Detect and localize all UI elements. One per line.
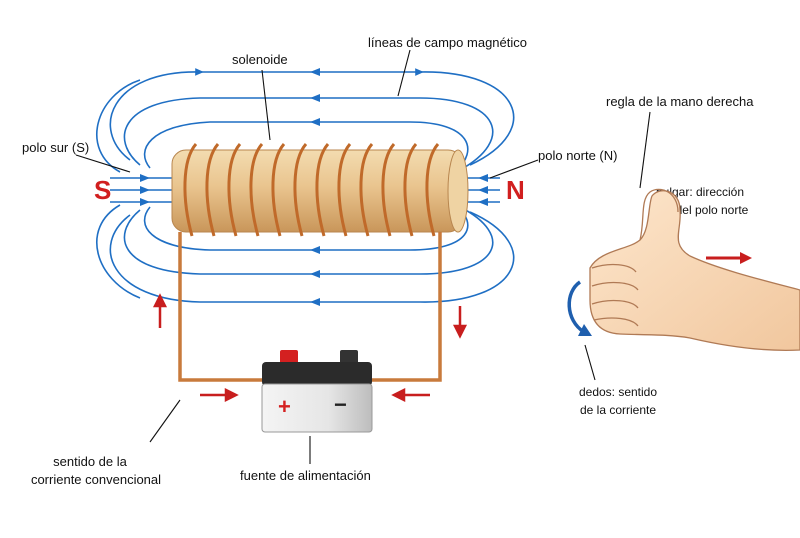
field-line-bottom-outer xyxy=(109,211,515,303)
field-lines-label: líneas de campo magnético xyxy=(368,35,527,50)
field-line-top-outer xyxy=(109,68,515,166)
thumb-label-2: del polo norte xyxy=(676,203,749,217)
solenoid-coils xyxy=(183,143,440,237)
field-line-left-wing-top xyxy=(96,79,141,173)
battery-body xyxy=(261,383,373,433)
north-pole-letter: N xyxy=(506,175,525,205)
hand-thumb xyxy=(639,188,679,241)
current-arrows xyxy=(152,293,468,403)
field-line-left-wing-bottom xyxy=(96,204,141,299)
power-supply-label: fuente de alimentación xyxy=(240,468,371,483)
field-line-bottom-2 xyxy=(123,206,494,275)
solenoid-end-right xyxy=(447,149,469,233)
solenoid-label: solenoide xyxy=(232,52,288,67)
hand-palm xyxy=(589,190,800,351)
field-arrows xyxy=(140,68,488,306)
battery-top xyxy=(262,362,372,386)
current-direction-label-1: sentido de la xyxy=(53,454,127,469)
fingers-label-2: de la corriente xyxy=(580,403,656,417)
current-direction-label-2: corriente convencional xyxy=(31,472,161,487)
battery-minus-sign: − xyxy=(334,392,347,417)
fingers-label-1: dedos: sentido xyxy=(579,385,657,399)
thumb-label-1: pulgar: dirección xyxy=(656,185,744,199)
south-pole-letter: S xyxy=(94,175,111,205)
thumb-direction-arrow xyxy=(706,252,752,264)
curved-arrow-icon xyxy=(567,280,592,336)
solenoid xyxy=(171,143,469,237)
battery-plus-sign: + xyxy=(278,394,291,419)
thumbs-up-hand-icon xyxy=(589,188,800,351)
leader-lines xyxy=(75,49,651,464)
right-hand-rule-label: regla de la mano derecha xyxy=(606,94,754,109)
field-line-top-2 xyxy=(123,97,494,171)
north-pole-label: polo norte (N) xyxy=(538,148,617,163)
battery: + − xyxy=(261,350,373,433)
south-pole-label: polo sur (S) xyxy=(22,140,89,155)
circuit-wire xyxy=(178,232,442,382)
field-line-top-3 xyxy=(143,121,469,173)
